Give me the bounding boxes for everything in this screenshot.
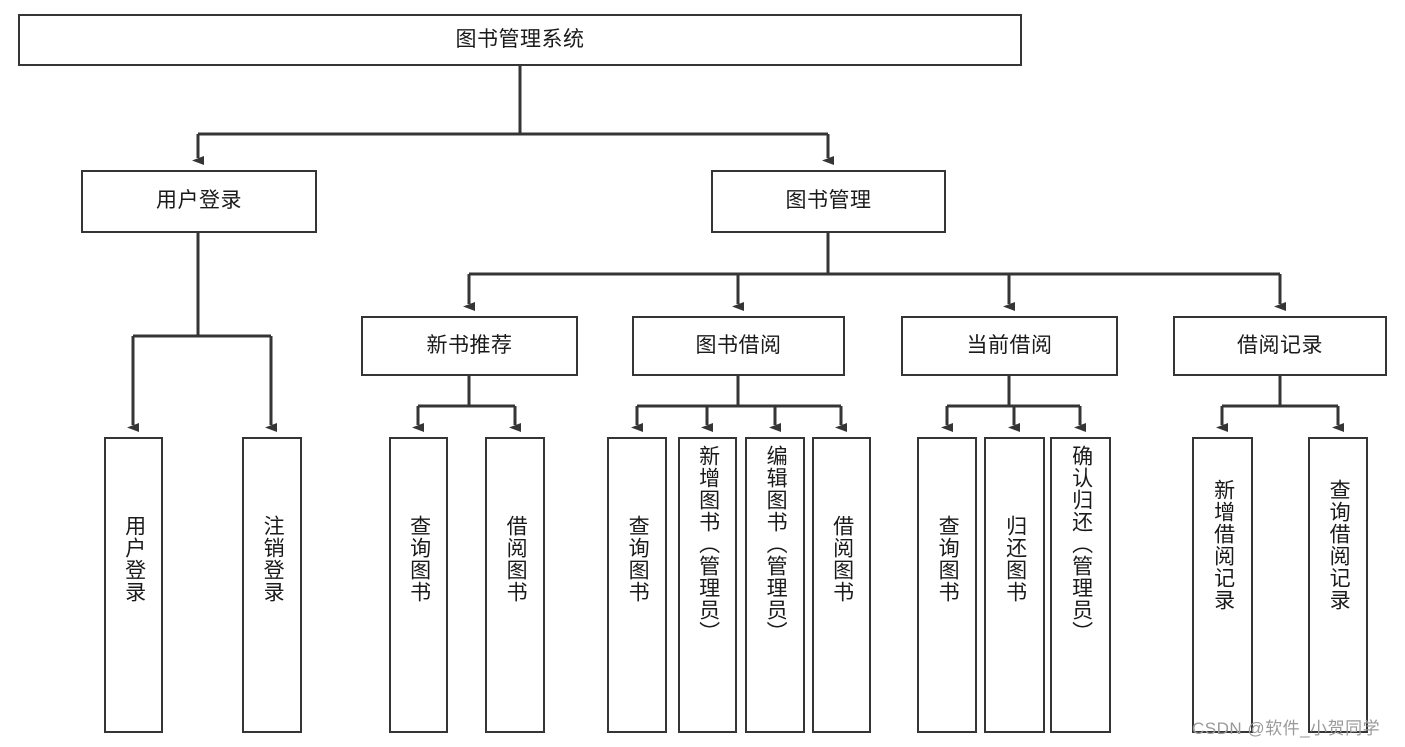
node-book-borrow-label: 图书借阅 (695, 333, 782, 357)
node-root-label: 图书管理系统 (455, 27, 585, 51)
node-leaf-query-book-3-label: 查询图书 (936, 515, 960, 603)
node-leaf-query-book-1[interactable]: 查询图书 (389, 437, 448, 733)
node-borrow-record[interactable]: 借阅记录 (1173, 316, 1387, 376)
node-leaf-borrow-book-2-label: 借阅图书 (830, 515, 854, 603)
node-book-manage[interactable]: 图书管理 (711, 170, 946, 233)
node-book-manage-label: 图书管理 (785, 189, 872, 213)
csdn-watermark: CSDN @软件_小贺同学 (1192, 719, 1381, 738)
node-new-book-recommend-label: 新书推荐 (426, 333, 513, 357)
node-leaf-add-record-label: 新增借阅记录 (1211, 479, 1235, 611)
node-leaf-add-book[interactable]: 新增图书（管理员） (678, 437, 737, 733)
node-leaf-query-record-label: 查询借阅记录 (1327, 479, 1351, 611)
node-current-borrow-label: 当前借阅 (966, 333, 1053, 357)
node-leaf-return-book[interactable]: 归还图书 (984, 437, 1045, 733)
node-borrow-record-label: 借阅记录 (1237, 333, 1323, 357)
node-new-book-recommend[interactable]: 新书推荐 (361, 316, 578, 376)
node-book-borrow[interactable]: 图书借阅 (632, 316, 845, 376)
node-leaf-edit-book[interactable]: 编辑图书（管理员） (745, 437, 805, 733)
node-leaf-logout-label: 注销登录 (261, 515, 285, 603)
node-root[interactable]: 图书管理系统 (18, 14, 1022, 66)
node-leaf-borrow-book-1-label: 借阅图书 (504, 515, 528, 603)
node-user-login[interactable]: 用户登录 (81, 170, 317, 233)
node-leaf-query-book-3[interactable]: 查询图书 (917, 437, 977, 733)
node-leaf-confirm-return-label: 确认归还（管理员） (1069, 445, 1093, 643)
node-leaf-query-record[interactable]: 查询借阅记录 (1308, 437, 1368, 733)
node-leaf-add-record[interactable]: 新增借阅记录 (1192, 437, 1253, 733)
node-leaf-query-book-2[interactable]: 查询图书 (607, 437, 667, 733)
node-leaf-logout[interactable]: 注销登录 (242, 437, 302, 733)
node-leaf-borrow-book-1[interactable]: 借阅图书 (485, 437, 545, 733)
node-leaf-borrow-book-2[interactable]: 借阅图书 (812, 437, 871, 733)
node-leaf-query-book-2-label: 查询图书 (626, 515, 650, 603)
node-leaf-confirm-return[interactable]: 确认归还（管理员） (1050, 437, 1111, 733)
node-leaf-add-book-label: 新增图书（管理员） (696, 445, 720, 643)
node-user-login-label: 用户登录 (156, 189, 242, 213)
node-current-borrow[interactable]: 当前借阅 (901, 316, 1118, 376)
node-leaf-user-login-label: 用户登录 (122, 515, 146, 603)
node-leaf-query-book-1-label: 查询图书 (407, 515, 431, 603)
node-leaf-edit-book-label: 编辑图书（管理员） (764, 445, 788, 643)
node-leaf-user-login[interactable]: 用户登录 (104, 437, 163, 733)
node-leaf-return-book-label: 归还图书 (1003, 515, 1027, 603)
